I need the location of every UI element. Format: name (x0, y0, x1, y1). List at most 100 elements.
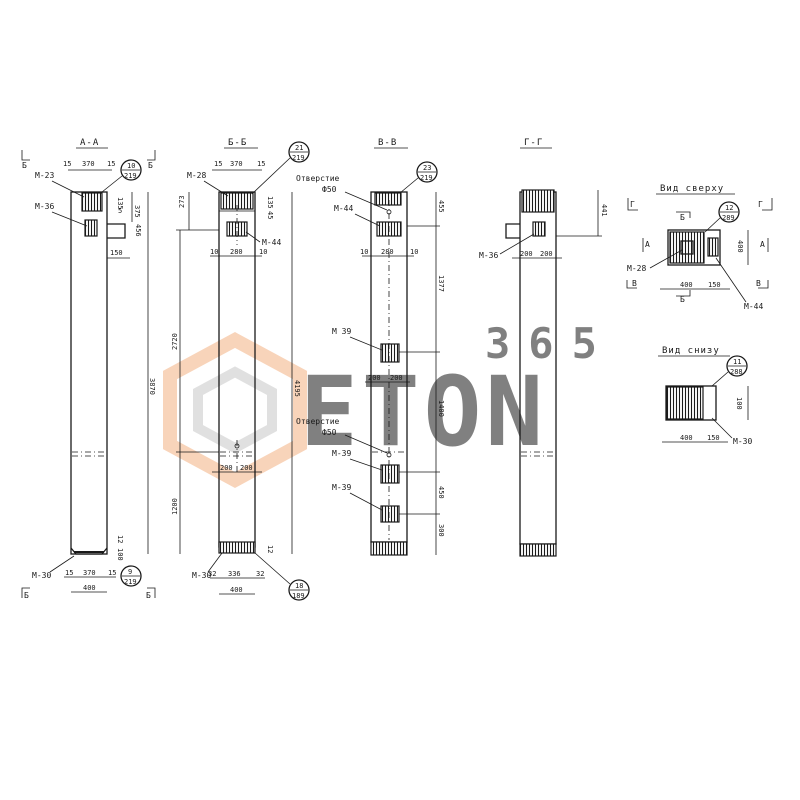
vv-mark-m39b: М-39 (332, 449, 351, 458)
vv-dim-200b: 200 (390, 374, 403, 382)
vv-dim-200a: 200 (368, 374, 381, 382)
vv-mark-m44: М-44 (334, 204, 353, 213)
gg-mark-m36: М-36 (479, 251, 498, 260)
vv-dim-1400: 1400 (437, 400, 445, 417)
plate-vv-top (374, 192, 402, 206)
vv-dim-280: 280 (381, 248, 394, 256)
aa-dim-456: 456 (134, 224, 142, 237)
aa-callout-bot-num: 9 (128, 568, 132, 576)
aa-callout-bot-den: 219 (124, 578, 137, 586)
aa-dim-bot-mid: 370 (83, 569, 96, 577)
aa-dim-5: 5 (118, 207, 122, 215)
section-vv: В-В 23 219 Отверстие Ф50 М-44 10 280 10 … (296, 138, 445, 556)
gg-dim-200b: 200 (540, 250, 553, 258)
top-view-dim-400h: 400 (736, 240, 744, 253)
vv-mark-m39a: М 39 (332, 327, 351, 336)
aa-dim-100: 100 (116, 548, 124, 561)
top-view-dim-150: 150 (708, 281, 721, 289)
bottom-view: Вид снизу 11 288 100 400 150 М-30 (658, 346, 752, 446)
aa-callout-top-den: 219 (124, 172, 137, 180)
aa-dim-bot-right: 15 (108, 569, 116, 577)
top-view-cut-b-bottom: Б (680, 295, 685, 304)
section-gg-title: Г-Г (524, 138, 543, 148)
top-view-outline (667, 229, 721, 266)
bottom-view-plate (666, 386, 704, 420)
section-bb: Б-Б 15 370 15 М-28 21 219 135 45 М-44 (171, 138, 310, 601)
plate-gg-bottom (519, 543, 557, 557)
top-view-plate-m28 (669, 231, 705, 264)
bb-callout-bottom: 18 189 (254, 552, 310, 601)
top-view-cut-v-right: В (756, 279, 761, 288)
aa-mark-m36: М-36 (35, 202, 54, 211)
top-view-mark-m28: М-28 (627, 264, 646, 273)
bb-dim-45: 45 (266, 211, 274, 219)
bb-dim-135: 135 (266, 196, 274, 209)
bb-dim-bot-total: 400 (230, 586, 243, 594)
vv-callout-top: 23 219 (399, 161, 438, 194)
aa-dim-bot-total: 400 (83, 584, 96, 592)
section-vv-title: В-В (378, 138, 397, 148)
aa-dim-top-left: 15 (63, 160, 71, 168)
section-aa-title: А-А (80, 138, 99, 148)
bottom-view-dim-150: 150 (707, 434, 720, 442)
top-view-callout: 12 289 (704, 201, 740, 233)
vv-mark-phi2: Ф50 (322, 428, 337, 437)
vv-dim-455: 455 (437, 200, 445, 213)
aa-mark-m30: М-30 (32, 571, 51, 580)
vv-dim-300: 300 (437, 524, 445, 537)
aa-mark-m23: М-23 (35, 171, 54, 180)
bb-callout-bot-num: 18 (295, 582, 303, 590)
plate-vv-m39b (380, 464, 400, 484)
top-view-callout-den: 289 (722, 214, 735, 222)
bb-mark-m44: М-44 (262, 238, 281, 247)
bb-dim-top-mid: 370 (230, 160, 243, 168)
gg-dim-441: 441 (600, 204, 608, 217)
bottom-view-outline (665, 385, 717, 421)
bottom-view-title: Вид снизу (662, 346, 720, 356)
top-view-cut-g-left: Г (630, 200, 635, 209)
aa-dim-top-mid: 370 (82, 160, 95, 168)
aa-callout-bottom: 9 219 (120, 565, 142, 587)
bb-dim-4195: 4195 (293, 380, 301, 397)
bb-dim-273: 273 (178, 195, 186, 208)
section-aa-cut-left-bottom: Б (24, 591, 29, 600)
top-view-cut-g-right: Г (758, 200, 763, 209)
top-view: Вид сверху Г Г Б Б 12 289 А А М-28 400 В (626, 184, 773, 311)
bottom-view-mark-m30: М-30 (733, 437, 752, 446)
bb-mark-m30: М-30 (192, 571, 211, 580)
bb-dim-1200: 1200 (171, 498, 179, 515)
bb-dim-200a: 200 (220, 464, 233, 472)
watermark-logo-icon (163, 332, 307, 488)
aa-callout-top-num: 10 (127, 162, 135, 170)
top-view-plate-m44 (707, 237, 719, 257)
aa-dim-12: 12 (116, 535, 124, 543)
top-view-cut-b-top: Б (680, 213, 685, 222)
bb-dim-12: 12 (266, 545, 274, 553)
aa-dim-top-right: 15 (107, 160, 115, 168)
section-aa-cut-right-bottom: Б (146, 591, 151, 600)
top-view-title: Вид сверху (660, 184, 724, 194)
bb-dim-200b: 200 (240, 464, 253, 472)
plate-m30-bb (218, 541, 256, 554)
bb-dim-280: 280 (230, 248, 243, 256)
vv-mark-hole2: Отверстие (296, 417, 340, 426)
plate-vv-bottom (370, 541, 408, 556)
bb-callout-top-den: 219 (292, 154, 305, 162)
watermark-number: 365 (485, 319, 615, 368)
plate-gg-top (521, 189, 555, 213)
bb-dim-10a: 10 (210, 248, 218, 256)
aa-dim-375: 375 (133, 205, 141, 218)
bb-callout-bot-den: 189 (292, 592, 305, 600)
vv-mark-phi1: Ф50 (322, 185, 337, 194)
bb-dim-bot-right: 32 (256, 570, 264, 578)
vv-callout-top-num: 23 (423, 164, 431, 172)
section-bb-title: Б-Б (228, 138, 247, 148)
bottom-view-callout-num: 11 (733, 358, 741, 366)
plate-m23 (81, 192, 103, 212)
top-view-mark-m44: М-44 (744, 302, 763, 311)
bb-dim-top-right: 15 (257, 160, 265, 168)
aa-dim-150: 150 (110, 249, 123, 257)
bb-mark-m28: М-28 (187, 171, 206, 180)
column-aa-body (70, 191, 108, 555)
